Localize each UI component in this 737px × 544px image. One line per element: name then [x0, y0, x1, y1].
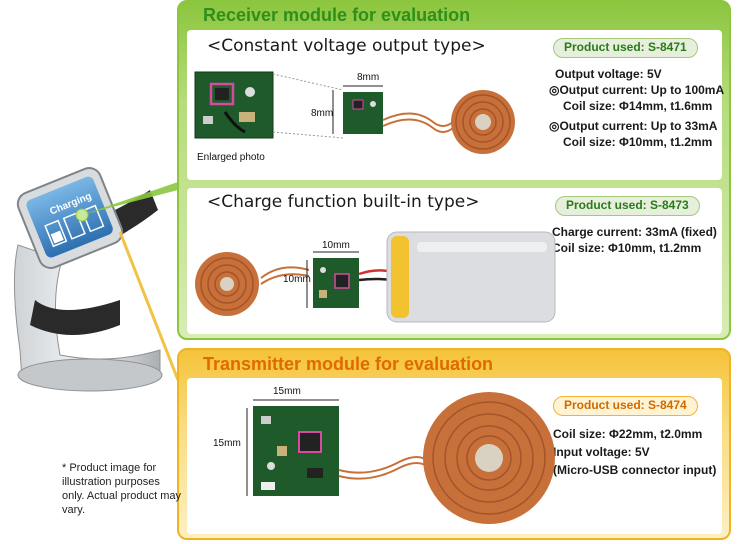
enlarged-photo-label: Enlarged photo: [197, 152, 265, 163]
product-badge-s8473: Product used: S-8473: [555, 196, 700, 216]
constant-voltage-heading: <Constant voltage output type>: [207, 36, 486, 56]
spec-output-voltage: Output voltage: 5V: [555, 67, 662, 81]
receiver-coil-14mm: [382, 90, 515, 154]
spec-tx-usb-input: (Micro-USB connector input): [553, 463, 717, 477]
dim-height-8mm: 8mm: [311, 108, 334, 119]
spec-charge-current: Charge current: 33mA (fixed): [552, 225, 717, 239]
spec-coil-size-14: Coil size: Φ14mm, t1.6mm: [563, 99, 713, 113]
spec-tx-input-voltage: Input voltage: 5V: [553, 445, 650, 459]
transmitter-pcb: [246, 399, 339, 496]
spec-coil-size-10: Coil size: Φ10mm, t1.2mm: [563, 135, 713, 149]
dim-width-15mm: 15mm: [273, 386, 301, 397]
dim-width-8mm: 8mm: [357, 72, 380, 83]
enlarged-pcb-photo: [194, 71, 274, 139]
lipo-battery: [386, 231, 556, 323]
receiver-title: Receiver module for evaluation: [203, 5, 471, 25]
charge-pcb: [306, 251, 359, 308]
dim-height-10mm: 10mm: [283, 274, 311, 285]
watch-screen: [26, 176, 113, 258]
charge-function-heading: <Charge function built-in type>: [207, 192, 480, 212]
transmitter-coil-22mm: [338, 392, 555, 524]
constant-voltage-box: <Constant voltage output type> Product u…: [187, 30, 725, 180]
footnote: * Product image for illustration purpose…: [62, 462, 182, 516]
charge-function-box: <Charge function built-in type> Product …: [187, 188, 722, 334]
transmitter-box: Product used: S-8474 Coil size: Φ22mm, t…: [187, 378, 722, 534]
product-badge-s8474: Product used: S-8474: [553, 396, 698, 416]
smartwatch-illustration: Charging: [13, 167, 163, 392]
receiver-pcb-small: [332, 85, 383, 134]
dim-height-15mm: 15mm: [213, 438, 241, 449]
transmitter-panel: Transmitter module for evaluation Produc…: [177, 348, 731, 540]
spec-output-current-100: ◎Output current: Up to 100mA: [549, 83, 725, 97]
dim-width-10mm: 10mm: [322, 240, 350, 251]
product-badge-s8471: Product used: S-8471: [553, 38, 698, 58]
spec-tx-coil-size: Coil size: Φ22mm, t2.0mm: [553, 427, 703, 441]
charge-coil-10mm: [195, 252, 310, 316]
spec-coil-size-cf: Coil size: Φ10mm, t1.2mm: [552, 241, 702, 255]
receiver-panel: Receiver module for evaluation <Constant…: [177, 0, 731, 340]
spec-output-current-33: ◎Output current: Up to 33mA: [549, 119, 718, 133]
battery-icons: [44, 204, 105, 248]
transmitter-title: Transmitter module for evaluation: [203, 354, 494, 374]
